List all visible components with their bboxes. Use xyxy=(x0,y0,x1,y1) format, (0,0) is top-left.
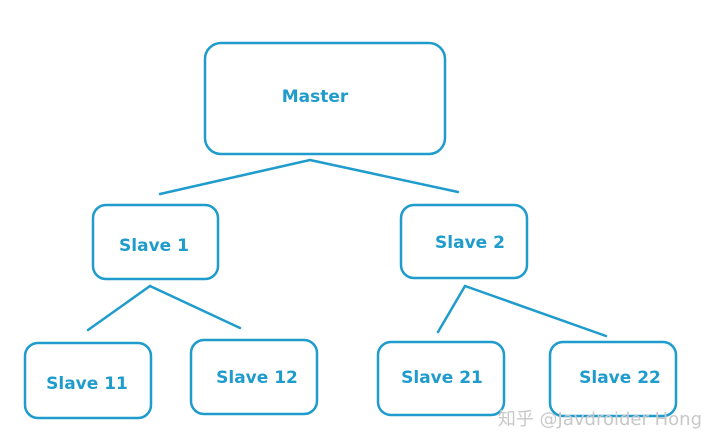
node-slave-1-label: Slave 1 xyxy=(119,236,189,256)
node-slave-11: Slave 11 xyxy=(23,341,153,420)
node-master: Master xyxy=(203,41,447,156)
node-slave-1: Slave 1 xyxy=(91,203,220,281)
node-slave-21-label: Slave 21 xyxy=(401,368,483,388)
node-slave-2-label: Slave 2 xyxy=(435,233,505,253)
edges xyxy=(86,158,608,338)
node-slave-2: Slave 2 xyxy=(399,203,529,280)
watermark: 知乎 @Javdroider Hong xyxy=(498,409,702,430)
edge-master-slave-1 xyxy=(158,158,312,196)
node-master-label: Master xyxy=(282,87,349,107)
node-slave-12: Slave 12 xyxy=(189,338,319,416)
node-slave-21: Slave 21 xyxy=(376,340,506,417)
edge-slave-1-slave-11 xyxy=(86,284,152,332)
edge-master-slave-2 xyxy=(308,158,460,194)
node-slave-11-label: Slave 11 xyxy=(46,374,128,394)
node-slave-22-label: Slave 22 xyxy=(579,368,661,388)
edge-slave-2-slave-22 xyxy=(463,284,608,338)
edge-slave-1-slave-12 xyxy=(148,284,242,330)
edge-slave-2-slave-21 xyxy=(436,284,467,334)
node-slave-12-label: Slave 12 xyxy=(216,368,298,388)
node-slave-22: Slave 22 xyxy=(548,340,678,418)
